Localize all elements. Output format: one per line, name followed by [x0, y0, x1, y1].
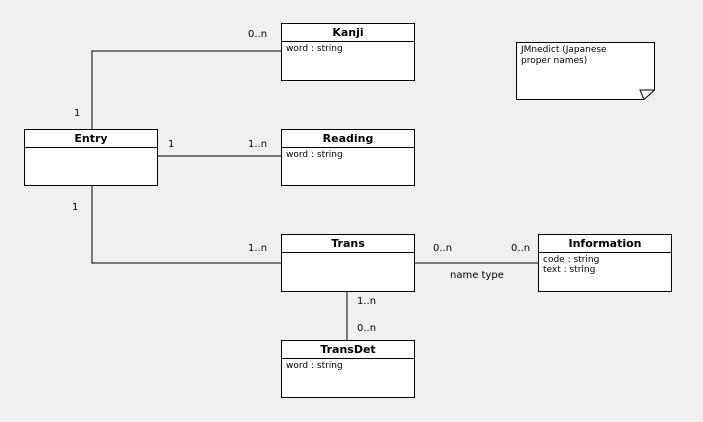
mult-entry-reading-reading: 1..n	[248, 139, 268, 150]
class-entry-attributes	[25, 148, 157, 152]
mult-trans-transdet-trans: 1..n	[357, 296, 377, 307]
class-kanji-name: Kanji	[282, 24, 414, 42]
class-trans-name: Trans	[282, 235, 414, 253]
mult-trans-info-info: 0..n	[511, 243, 531, 254]
class-transdet[interactable]: TransDet word : string	[281, 340, 415, 398]
mult-entry-trans-trans: 1..n	[248, 243, 268, 254]
class-trans-attributes	[282, 253, 414, 257]
association-entry-kanji	[91, 50, 281, 129]
class-reading[interactable]: Reading word : string	[281, 129, 415, 186]
mult-trans-transdet-transdet: 0..n	[357, 323, 377, 334]
class-information-attributes: code : string text : string	[539, 253, 671, 277]
class-information-attr-text: text : string	[543, 265, 596, 275]
class-entry-name: Entry	[25, 130, 157, 148]
class-trans[interactable]: Trans	[281, 234, 415, 292]
class-kanji[interactable]: Kanji word : string	[281, 23, 415, 81]
note-text: JMnedict (Japanese proper names)	[521, 45, 607, 66]
mult-entry-trans-entry: 1	[72, 202, 79, 213]
class-transdet-attr-word: word : string	[286, 361, 343, 371]
assoc-label-trans-info: name type	[450, 270, 504, 281]
class-transdet-attributes: word : string	[282, 359, 414, 373]
class-information-name: Information	[539, 235, 671, 253]
mult-trans-info-trans: 0..n	[433, 243, 453, 254]
mult-entry-reading-entry: 1	[168, 139, 175, 150]
note-jmnedict[interactable]: JMnedict (Japanese proper names)	[516, 42, 644, 92]
class-kanji-attr-word: word : string	[286, 44, 343, 54]
class-transdet-name: TransDet	[282, 341, 414, 359]
mult-entry-kanji-kanji: 0..n	[248, 29, 268, 40]
class-reading-attributes: word : string	[282, 148, 414, 162]
class-entry[interactable]: Entry	[24, 129, 158, 186]
class-information[interactable]: Information code : string text : string	[538, 234, 672, 292]
class-reading-name: Reading	[282, 130, 414, 148]
class-information-attr-code: code : string	[543, 255, 600, 265]
note-shape	[516, 42, 655, 100]
class-reading-attr-word: word : string	[286, 150, 343, 160]
association-entry-trans	[91, 186, 281, 264]
mult-entry-kanji-entry: 1	[74, 108, 81, 119]
class-kanji-attributes: word : string	[282, 42, 414, 56]
